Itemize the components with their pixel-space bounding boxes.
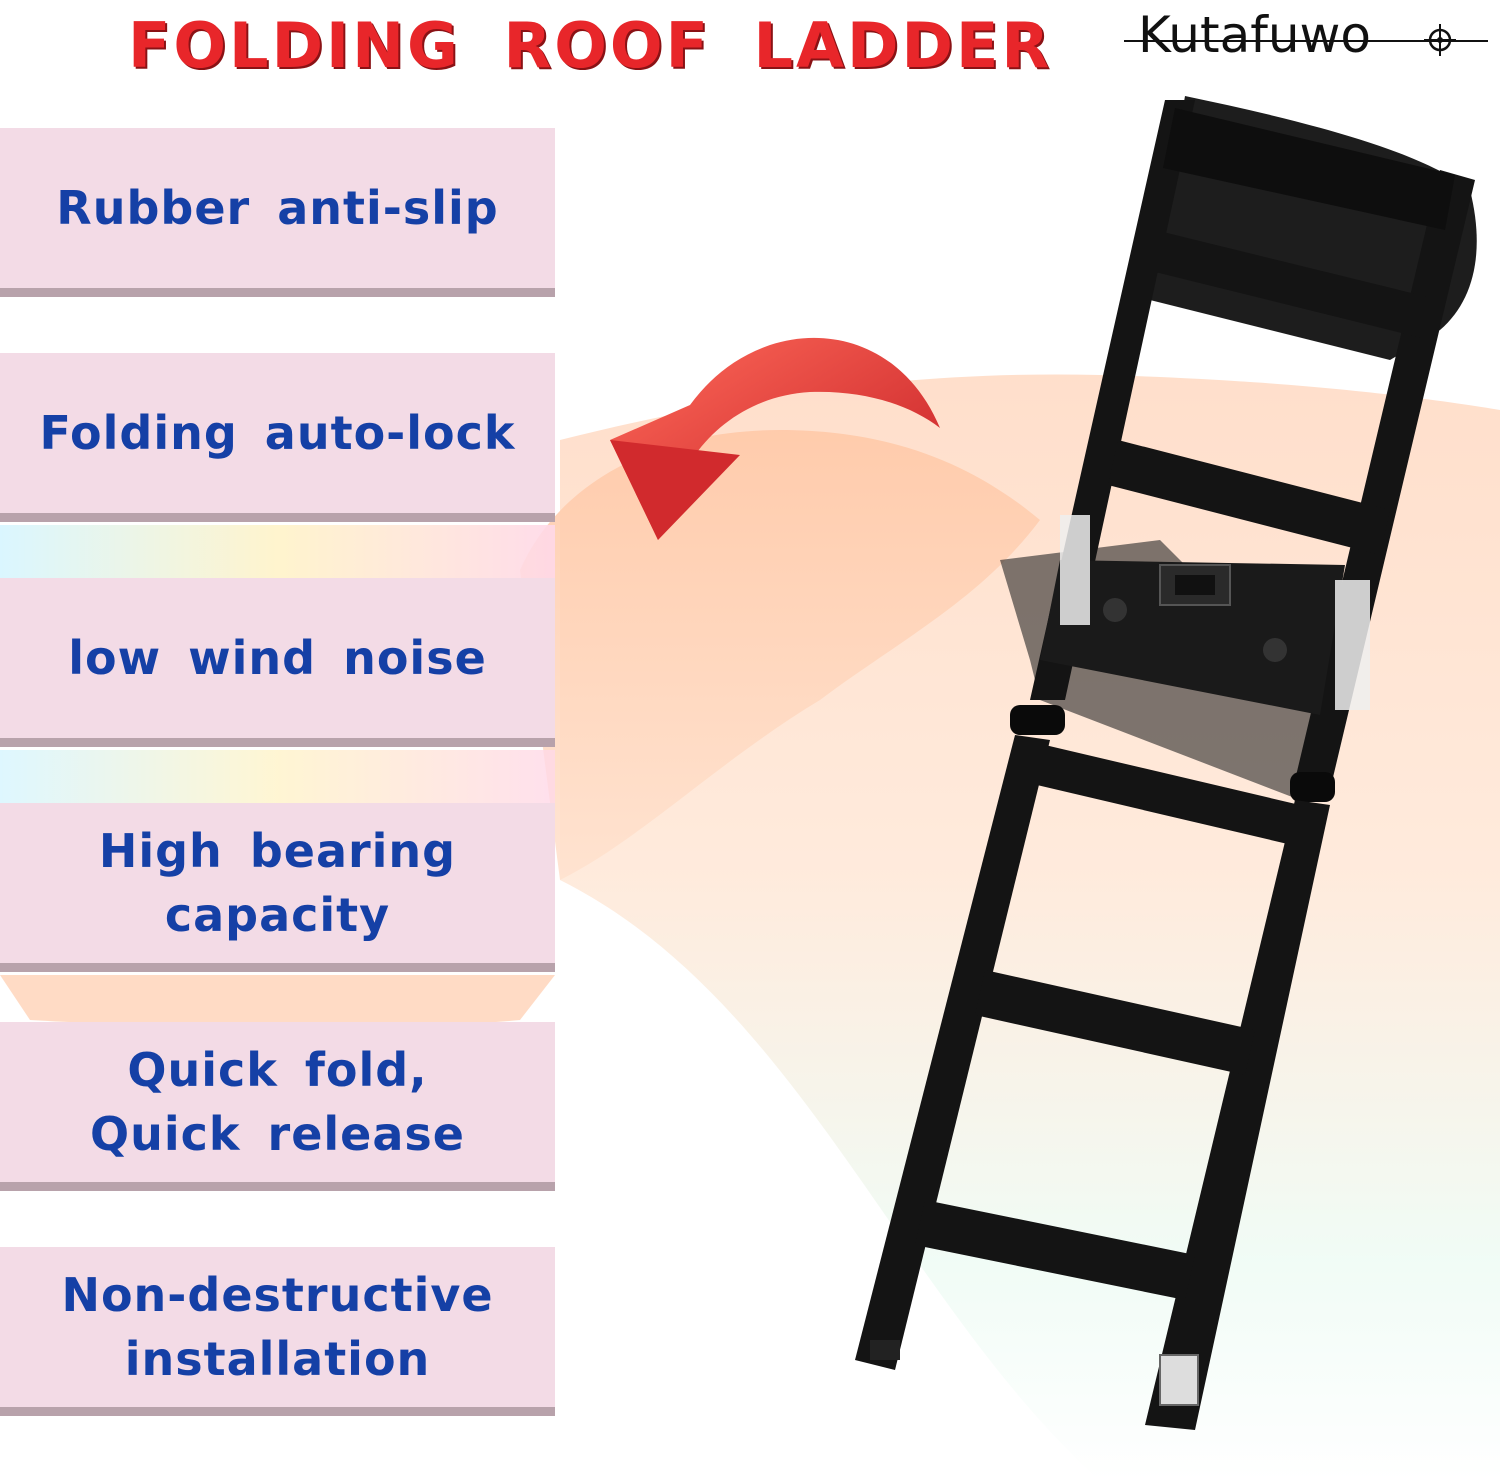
feature-box-folding-auto-lock: Folding auto-lock <box>0 353 555 513</box>
background-rainbow-band <box>0 750 555 805</box>
feature-label: low wind noise <box>68 631 487 685</box>
feature-box-non-destructive-installation: Non-destructive installation <box>0 1247 555 1407</box>
background-peach-blob <box>520 430 1040 880</box>
background-rainbow-band <box>0 525 555 580</box>
brand-underline <box>1124 40 1488 42</box>
feature-label: Folding auto-lock <box>39 406 516 460</box>
feature-box-rubber-anti-slip: Rubber anti-slip <box>0 128 555 288</box>
feature-label: High bearing capacity <box>98 824 457 942</box>
feature-box-low-wind-noise: low wind noise <box>0 578 555 738</box>
feature-box-high-bearing-capacity: High bearing capacity <box>0 803 555 963</box>
curved-arrow-icon <box>610 337 940 540</box>
crosshair-icon <box>1424 24 1456 56</box>
page-title: FOLDING ROOF LADDER <box>128 9 1053 82</box>
background-left-peach <box>0 975 555 1028</box>
feature-label: Non-destructive installation <box>61 1268 494 1386</box>
brand-logo: Kutafuwo <box>1138 6 1372 64</box>
folding-ladder-image <box>855 96 1477 1430</box>
feature-label: Quick fold, Quick release <box>90 1043 465 1161</box>
feature-label: Rubber anti-slip <box>56 181 499 235</box>
feature-box-quick-fold: Quick fold, Quick release <box>0 1022 555 1182</box>
